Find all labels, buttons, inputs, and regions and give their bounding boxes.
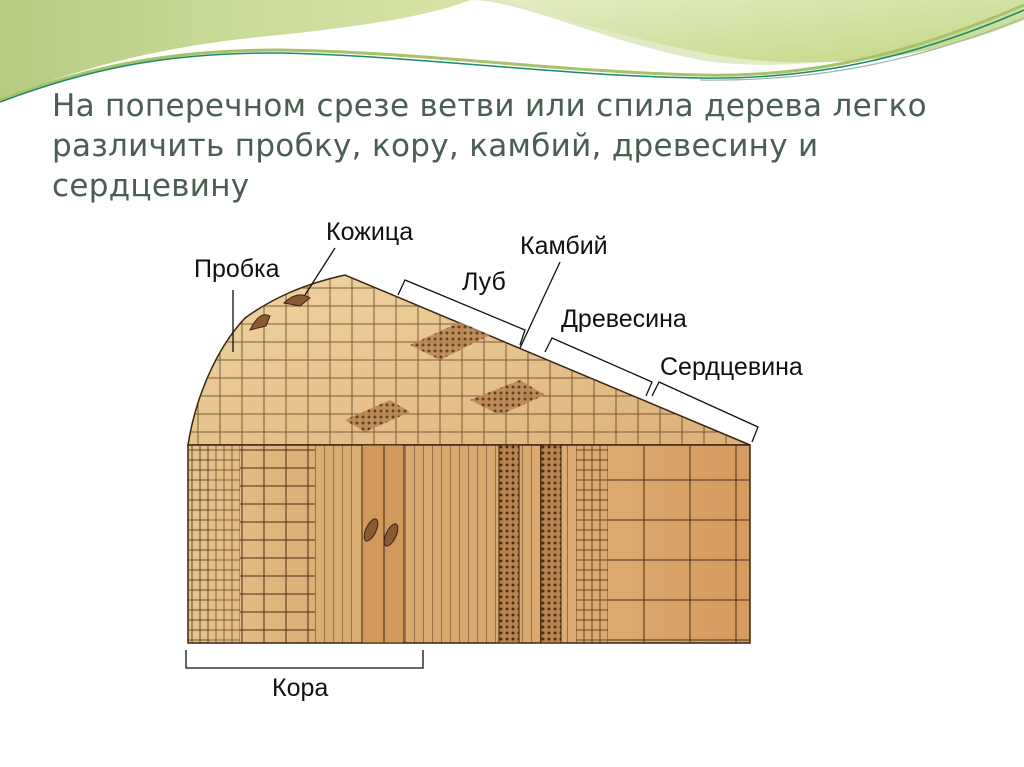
label-pith: Сердцевина	[660, 353, 803, 381]
label-cambium: Камбий	[520, 232, 608, 260]
title-line-2: различить пробку, кору, камбий, древесин…	[52, 128, 819, 164]
branch-cross-section-diagram	[185, 247, 759, 669]
label-epidermis: Кожица	[326, 218, 414, 246]
label-bark: Кора	[272, 674, 329, 702]
label-wood: Древесина	[561, 305, 687, 333]
decorative-wave-banner	[0, 0, 1024, 103]
label-cork: Пробка	[194, 255, 280, 283]
title-line-3: сердцевину	[52, 168, 250, 204]
slide-title: На поперечном срезе ветви или спила дере…	[52, 86, 992, 206]
label-phloem: Луб	[462, 268, 506, 296]
title-line-1: На поперечном срезе ветви или спила дере…	[52, 88, 927, 124]
